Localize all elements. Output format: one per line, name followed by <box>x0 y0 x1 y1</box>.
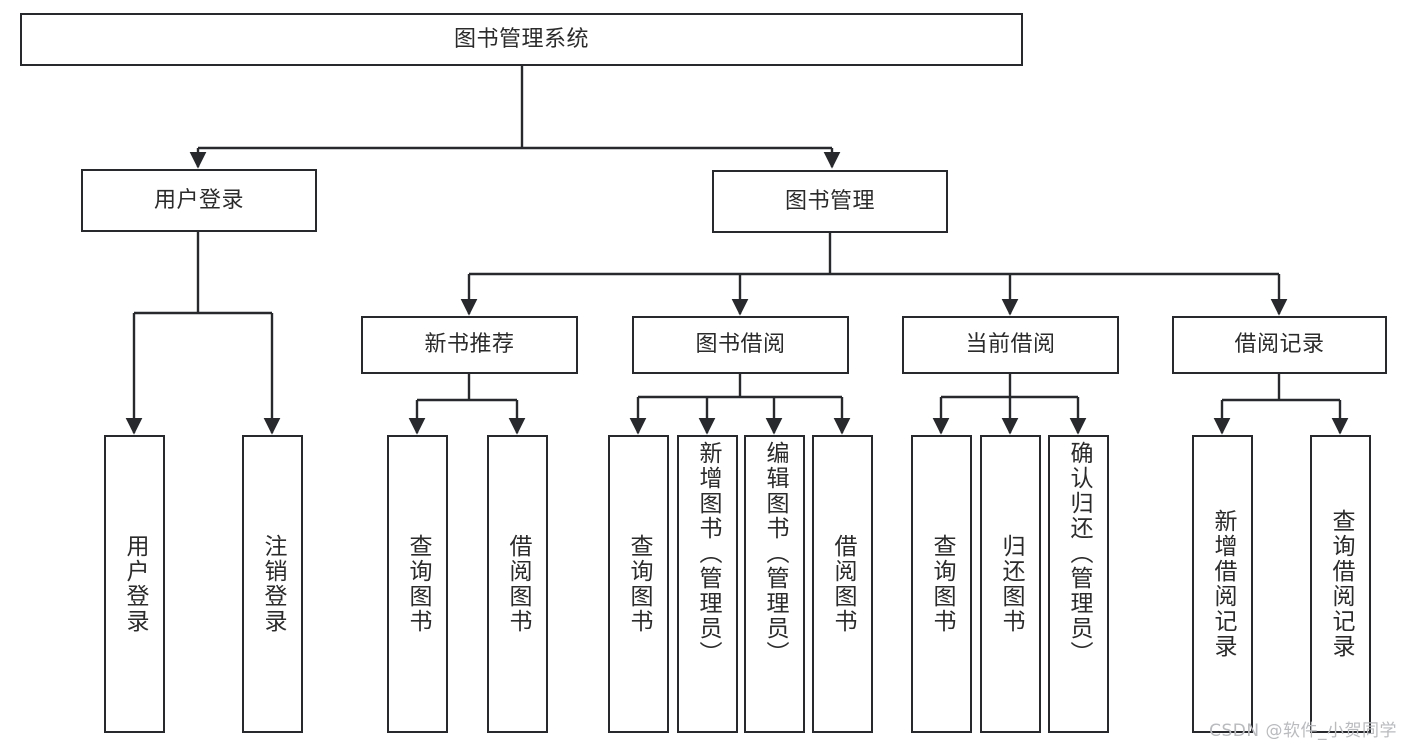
node-label: 借阅图书 <box>505 534 531 634</box>
node-label: 注销登录 <box>260 534 286 634</box>
node-label: 查询图书 <box>626 534 652 634</box>
node-label: 归还图书 <box>998 534 1024 634</box>
node-new-book-recommend[interactable]: 新书推荐 <box>361 316 578 374</box>
node-label: 新增借阅记录 <box>1210 509 1236 659</box>
watermark-text: CSDN @软件_小贺同学 <box>1209 721 1397 741</box>
node-book-management[interactable]: 图书管理 <box>712 170 948 233</box>
node-leaf-query-book-current[interactable]: 查询图书 <box>911 435 972 733</box>
node-leaf-add-book[interactable]: 新增图书（管理员） <box>677 435 738 733</box>
node-book-borrow[interactable]: 图书借阅 <box>632 316 849 374</box>
node-label: 图书管理 <box>784 188 875 214</box>
node-label: 新增图书（管理员） <box>695 441 721 666</box>
node-label: 借阅记录 <box>1234 332 1325 358</box>
node-leaf-confirm-return[interactable]: 确认归还（管理员） <box>1048 435 1109 733</box>
node-leaf-borrow-book-recommend[interactable]: 借阅图书 <box>487 435 548 733</box>
node-leaf-logout-login[interactable]: 注销登录 <box>242 435 303 733</box>
node-label: 用户登录 <box>122 534 148 634</box>
node-label: 借阅图书 <box>830 534 856 634</box>
node-leaf-add-borrow-record[interactable]: 新增借阅记录 <box>1192 435 1253 733</box>
node-leaf-query-book-recommend[interactable]: 查询图书 <box>387 435 448 733</box>
node-leaf-query-borrow-record[interactable]: 查询借阅记录 <box>1310 435 1371 733</box>
node-label: 查询图书 <box>929 534 955 634</box>
node-leaf-user-login[interactable]: 用户登录 <box>104 435 165 733</box>
node-borrow-record[interactable]: 借阅记录 <box>1172 316 1387 374</box>
node-leaf-return-book[interactable]: 归还图书 <box>980 435 1041 733</box>
node-label: 确认归还（管理员） <box>1066 441 1092 666</box>
node-label: 当前借阅 <box>965 332 1056 358</box>
node-label: 查询图书 <box>405 534 431 634</box>
node-label: 查询借阅记录 <box>1328 509 1354 659</box>
node-leaf-query-book-borrow[interactable]: 查询图书 <box>608 435 669 733</box>
node-label: 用户登录 <box>153 187 244 213</box>
node-label: 图书管理系统 <box>453 26 589 52</box>
node-user-login[interactable]: 用户登录 <box>81 169 317 232</box>
node-label: 编辑图书（管理员） <box>762 441 788 666</box>
node-current-borrow[interactable]: 当前借阅 <box>902 316 1119 374</box>
node-leaf-edit-book[interactable]: 编辑图书（管理员） <box>744 435 805 733</box>
node-label: 新书推荐 <box>424 332 515 358</box>
node-root-system[interactable]: 图书管理系统 <box>20 13 1023 66</box>
node-label: 图书借阅 <box>695 332 786 358</box>
node-leaf-borrow-book[interactable]: 借阅图书 <box>812 435 873 733</box>
